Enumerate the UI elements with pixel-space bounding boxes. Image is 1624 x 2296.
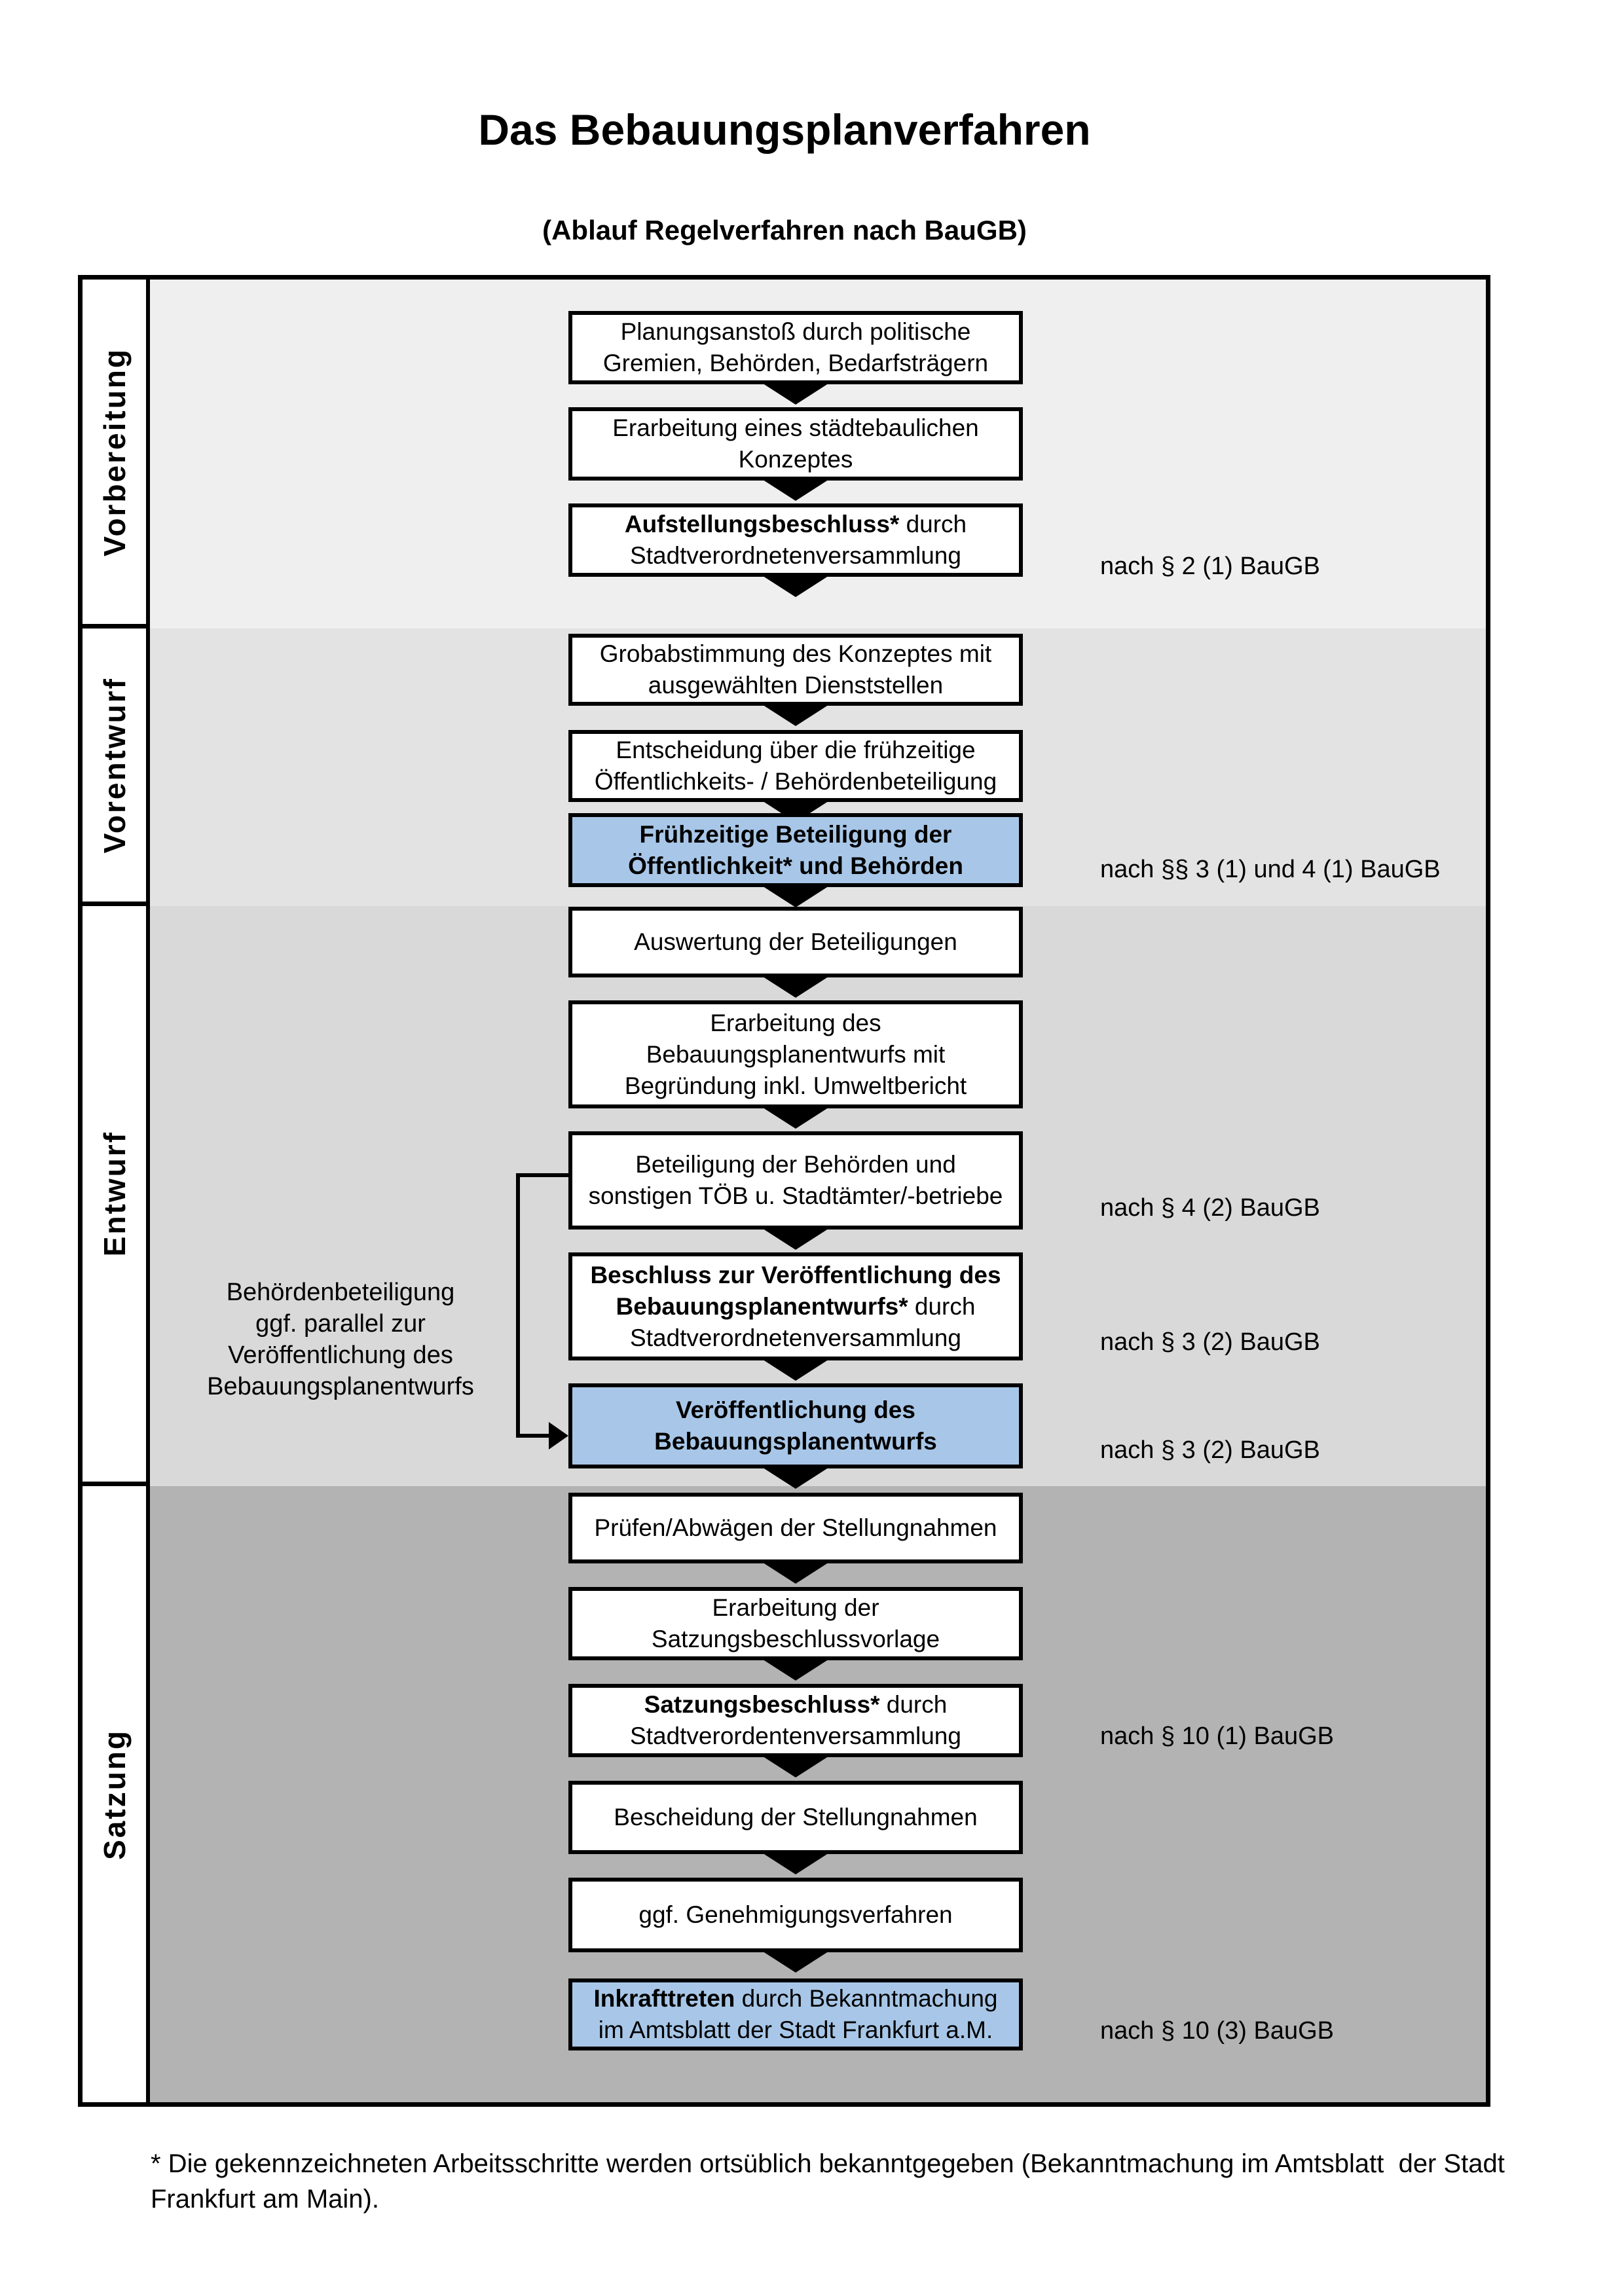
label-column-divider xyxy=(146,280,150,2102)
flow-box-text: Aufstellungsbeschluss* durch xyxy=(624,511,967,538)
flow-box-text: Satzungsbeschluss* durch xyxy=(644,1691,948,1718)
flow-box-text: Satzungsbeschlussvorlage xyxy=(651,1626,940,1652)
flow-box-text: Planungsanstoß durch politische xyxy=(620,318,971,345)
flow-box-text: ggf. Genehmigungsverfahren xyxy=(638,1901,953,1928)
flow-box-text: Grobabstimmung des Konzeptes mit xyxy=(599,640,992,667)
flow-arrow-icon xyxy=(759,1754,832,1777)
box-genehmigungsverfahren: ggf. Genehmigungsverfahren xyxy=(568,1878,1023,1952)
box-grobabstimmung: Grobabstimmung des Konzeptes mit ausgewäh… xyxy=(568,634,1023,706)
legal-ref-3: nach § 3 (2) BauGB xyxy=(1100,1328,1320,1356)
legal-ref-1: nach §§ 3 (1) und 4 (1) BauGB xyxy=(1100,856,1441,883)
box-inkrafttreten: Inkrafttreten durch Bekanntmachung im Amt… xyxy=(568,1978,1023,2050)
flow-box-text: sonstigen TÖB u. Stadtämter/-betriebe xyxy=(588,1182,1003,1209)
footnote: * Die gekennzeichneten Arbeitsschritte w… xyxy=(151,2146,1545,2217)
flow-box-text: Begründung inkl. Umweltbericht xyxy=(624,1072,967,1099)
box-pruefen-abwaegen: Prüfen/Abwägen der Stellungnahmen xyxy=(568,1493,1023,1563)
legal-ref-6: nach § 10 (3) BauGB xyxy=(1100,2017,1334,2045)
flow-box-text: ausgewählten Dienststellen xyxy=(648,672,944,699)
flow-arrow-icon xyxy=(759,381,832,405)
flow-box-text: Beteiligung der Behörden und xyxy=(635,1151,956,1178)
legal-ref-4: nach § 3 (2) BauGB xyxy=(1100,1436,1320,1464)
page-title: Das Bebauungsplanverfahren xyxy=(478,105,1091,154)
flow-arrow-icon xyxy=(759,884,832,907)
flow-box-text: Auswertung der Beteiligungen xyxy=(634,928,957,955)
parallel-note-line: ggf. parallel zur xyxy=(255,1310,426,1338)
flow-arrow-icon xyxy=(759,477,832,501)
flow-box-text: Öffentlichkeit* und Behörden xyxy=(628,852,963,879)
flow-arrow-icon xyxy=(759,1226,832,1250)
flow-box-text: Stadtverordnetenversammlung xyxy=(630,1324,961,1351)
parallel-connector-arrow-icon xyxy=(549,1422,568,1449)
flow-arrow-icon xyxy=(759,574,832,597)
phase-cell-0: Vorbereitung xyxy=(83,280,146,629)
flow-arrow-icon xyxy=(759,702,832,726)
parallel-connector-top xyxy=(516,1173,568,1177)
box-auswertung: Auswertung der Beteiligungen xyxy=(568,907,1023,977)
diagram-frame xyxy=(78,275,1490,2107)
flow-arrow-icon xyxy=(759,1465,832,1489)
box-bescheidung: Bescheidung der Stellungnahmen xyxy=(568,1781,1023,1854)
parallel-connector-vertical xyxy=(516,1173,520,1438)
flow-box-text: Bebauungsplanentwurfs* durch xyxy=(616,1292,976,1320)
page-subtitle: (Ablauf Regelverfahren nach BauGB) xyxy=(542,215,1027,246)
flow-box-text: Bebauungsplanentwurfs mit xyxy=(646,1040,946,1068)
legal-ref-0: nach § 2 (1) BauGB xyxy=(1100,553,1320,580)
flow-box-text: Erarbeitung eines städtebaulichen xyxy=(612,414,979,441)
footnote-line-1: * Die gekennzeichneten Arbeitsschritte w… xyxy=(151,2149,1505,2178)
parallel-note-line: Bebauungsplanentwurfs xyxy=(207,1373,474,1400)
flow-box-text: Erarbeitung der xyxy=(712,1594,879,1621)
flow-box-text: Bescheidung der Stellungnahmen xyxy=(614,1804,978,1831)
parallel-note: Behördenbeteiligung ggf. parallel zur Ve… xyxy=(177,1277,504,1402)
parallel-connector-bottom xyxy=(516,1434,550,1438)
flow-box-text: Inkrafttreten durch Bekanntmachung xyxy=(593,1985,998,2012)
parallel-note-line: Veröffentlichung des xyxy=(228,1341,453,1369)
flow-box-text: Stadtverordnetenversammlung xyxy=(630,542,961,569)
flow-box-text: Gremien, Behörden, Bedarfsträgern xyxy=(602,350,989,376)
legal-ref-5: nach § 10 (1) BauGB xyxy=(1100,1722,1334,1750)
flow-box-text: Erarbeitung des xyxy=(710,1009,881,1036)
flow-arrow-icon xyxy=(759,1560,832,1584)
flow-box-text: Beschluss zur Veröffentlichung des xyxy=(590,1261,1001,1288)
flow-box-text: Konzeptes xyxy=(738,446,853,473)
footnote-line-2: Frankfurt am Main). xyxy=(151,2185,379,2214)
phase-cell-3: Satzung xyxy=(83,1486,146,2102)
flow-box-text: Veröffentlichung des xyxy=(676,1396,915,1423)
flow-arrow-icon xyxy=(759,974,832,998)
phase-cell-1: Vorentwurf xyxy=(83,629,146,906)
parallel-note-line: Behördenbeteiligung xyxy=(226,1279,455,1306)
box-beteiligung-behoerden: Beteiligung der Behörden und sonstigen TÖ… xyxy=(568,1131,1023,1230)
flow-arrow-icon xyxy=(759,1949,832,1973)
flow-box-text: Stadtverordentenversammlung xyxy=(630,1722,961,1749)
flow-box-text: Frühzeitige Beteiligung der xyxy=(639,820,952,848)
legal-ref-2: nach § 4 (2) BauGB xyxy=(1100,1194,1320,1222)
flow-arrow-icon xyxy=(759,1851,832,1874)
flow-box-text: Prüfen/Abwägen der Stellungnahmen xyxy=(594,1514,997,1541)
flow-arrow-icon xyxy=(759,1657,832,1681)
flow-arrow-icon xyxy=(759,1357,832,1381)
flow-box-text: Entscheidung über die frühzeitige xyxy=(616,737,976,763)
flow-box-text: im Amtsblatt der Stadt Frankfurt a.M. xyxy=(598,2016,993,2043)
flow-box-text: Bebauungsplanentwurfs xyxy=(654,1428,937,1455)
phase-cell-2: Entwurf xyxy=(83,906,146,1486)
flow-box-text: Öffentlichkeits- / Behördenbeteiligung xyxy=(594,768,997,795)
flow-arrow-icon xyxy=(759,1105,832,1129)
